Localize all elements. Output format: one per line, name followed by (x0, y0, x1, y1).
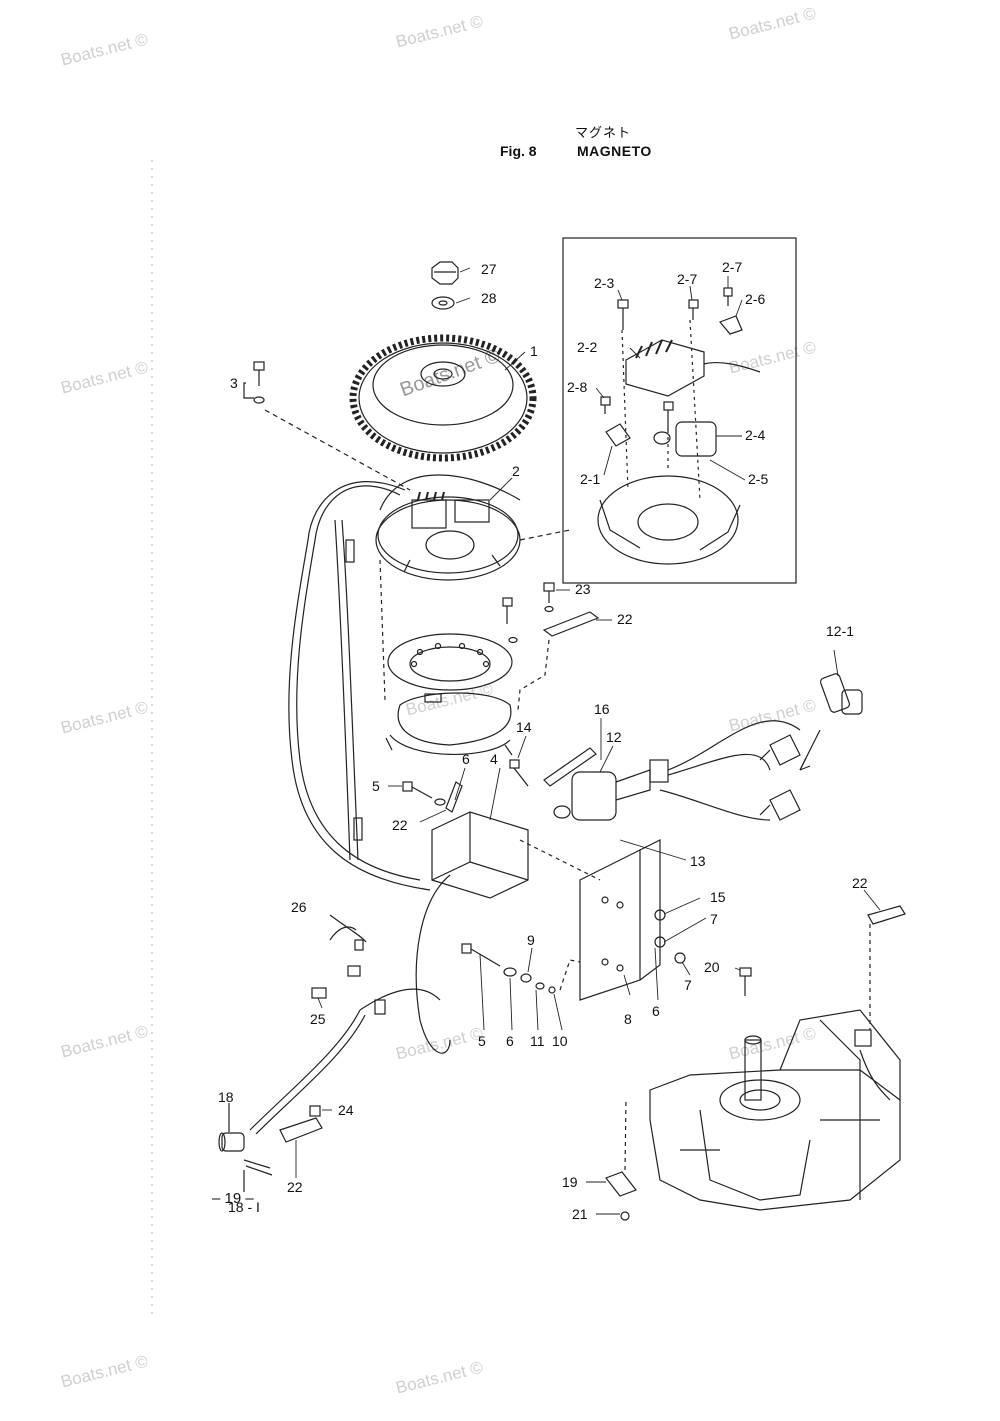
stop-switch (218, 1132, 273, 1176)
callout-21: 21 (572, 1206, 588, 1222)
ignition-coil (553, 720, 801, 821)
callout-22b: 22 (392, 817, 408, 833)
callout-22d: 22 (287, 1179, 303, 1195)
callout-13: 13 (690, 853, 706, 869)
inset-screws (600, 287, 743, 430)
spacer-16 (543, 747, 597, 787)
page-number: – 19 – (212, 1190, 254, 1207)
nut-24 (309, 1105, 321, 1117)
pulser-ring (387, 633, 513, 691)
callout-8: 8 (624, 1011, 632, 1027)
callout-2-8: 2-8 (567, 379, 587, 395)
inset-stator-plate (597, 475, 741, 565)
callout-5b: 5 (478, 1033, 486, 1049)
inset-coupler (605, 423, 631, 447)
clamp-22-right (867, 905, 906, 925)
callout-2: 2 (512, 463, 520, 479)
figure-number: Fig. 8 (500, 143, 537, 159)
bolt-20 (739, 967, 752, 996)
callout-28: 28 (481, 290, 497, 306)
callout-25: 25 (310, 1011, 326, 1027)
callout-10: 10 (552, 1033, 568, 1049)
callout-15: 15 (710, 889, 726, 905)
callout-19: 19 (562, 1174, 578, 1190)
callout-16: 16 (594, 701, 610, 717)
inset-detail-frame (562, 237, 797, 584)
callout-2-1: 2-1 (580, 471, 600, 487)
leader-lines (295, 267, 881, 1215)
callout-6c: 6 (506, 1033, 514, 1049)
bolt-5b (461, 943, 501, 967)
callout-22: 22 (617, 611, 633, 627)
callout-2-6: 2-6 (745, 291, 765, 307)
connector-25 (311, 965, 361, 999)
callout-7: 7 (710, 911, 718, 927)
callout-23: 23 (575, 581, 591, 597)
flywheel-washer (431, 296, 455, 310)
callout-7b: 7 (684, 977, 692, 993)
clamp-22b (445, 781, 463, 813)
spark-plug-cap-12-1 (819, 673, 863, 715)
callout-2-3: 2-3 (594, 275, 614, 291)
callout-9: 9 (527, 932, 535, 948)
callout-2-5: 2-5 (748, 471, 768, 487)
callout-18: 18 (218, 1089, 234, 1105)
callout-11: 11 (530, 1033, 545, 1049)
callout-4: 4 (490, 751, 498, 767)
bolt-5 (402, 781, 433, 799)
callout-14: 14 (516, 719, 532, 735)
callout-3: 3 (230, 375, 238, 391)
bolt-and-washer (253, 361, 265, 404)
figure-title: MAGNETO (577, 143, 652, 159)
flywheel (349, 334, 537, 462)
callout-labels: 27 28 1 3 2 23 22 2-3 2-7 2-7 2-6 2-2 2-… (218, 259, 868, 1222)
clip-19 (605, 1171, 637, 1197)
bolt-pair (502, 597, 518, 644)
stator-bracket (385, 692, 513, 756)
engine-block (649, 1009, 901, 1211)
clamp-22-bottom (279, 1117, 323, 1143)
callout-2-7: 2-7 (677, 271, 697, 287)
wire-harness (288, 474, 521, 891)
nut-7 (654, 936, 666, 948)
callout-18-1: 18 - I (228, 1199, 260, 1215)
inset-charge-coil (625, 339, 761, 397)
callout-20: 20 (704, 959, 720, 975)
stop-switch-lead (249, 988, 441, 1135)
cdi-unit (415, 811, 529, 1054)
washer-6 (434, 798, 446, 806)
callout-12-1: 12-1 (826, 623, 854, 639)
inset-pulser-coil (653, 421, 717, 457)
clamp-22 (542, 611, 600, 637)
bolt-14 (509, 759, 529, 787)
callout-22c: 22 (852, 875, 868, 891)
callout-2-4: 2-4 (745, 427, 765, 443)
nut-7b (674, 952, 686, 964)
callout-5: 5 (372, 778, 380, 794)
figure-japanese-title: マグネト (575, 126, 632, 141)
callout-24: 24 (338, 1102, 354, 1118)
flywheel-nut (431, 261, 459, 285)
bolt-21 (620, 1211, 630, 1221)
nut-15 (654, 909, 666, 921)
mounting-bracket (579, 839, 661, 1001)
callout-6: 6 (462, 751, 470, 767)
bolt-23 (543, 582, 555, 613)
callout-6b: 6 (652, 1003, 660, 1019)
callout-26: 26 (291, 899, 307, 915)
callout-2-2: 2-2 (577, 339, 597, 355)
callout-2-7b: 2-7 (722, 259, 742, 275)
callout-1: 1 (530, 343, 538, 359)
plug-caps (759, 734, 801, 821)
callout-27: 27 (481, 261, 497, 277)
callout-12: 12 (606, 729, 622, 745)
stator-base-plate (375, 491, 521, 581)
